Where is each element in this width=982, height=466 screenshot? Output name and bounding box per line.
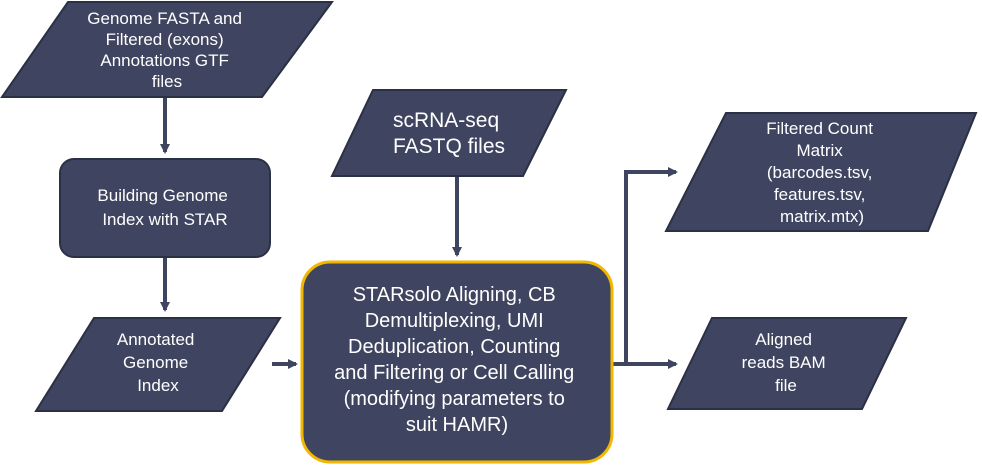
node-genome-fasta-text: Genome FASTA and Filtered (exons) Annota… <box>87 9 246 91</box>
node-scrna-fastq-text: scRNA-seq FASTQ files <box>393 109 505 158</box>
node-build-index-text: Building Genome Index with STAR <box>97 186 232 229</box>
node-aligned-bam-text: Aligned reads BAM file <box>742 330 831 395</box>
node-annotated-index-text: Annotated Genome Index <box>117 330 199 395</box>
arrow-starsolo-to-matrix <box>612 167 678 366</box>
node-annotated-index: Annotated Genome Index <box>34 317 282 412</box>
node-filtered-matrix: Filtered Count Matrix (barcodes.tsv, fea… <box>664 112 978 232</box>
node-build-index: Building Genome Index with STAR <box>59 158 271 258</box>
node-filtered-matrix-text: Filtered Count Matrix (barcodes.tsv, fea… <box>766 119 878 226</box>
node-scrna-fastq: scRNA-seq FASTQ files <box>330 89 568 177</box>
node-aligned-bam: Aligned reads BAM file <box>666 317 908 410</box>
node-genome-fasta: Genome FASTA and Filtered (exons) Annota… <box>0 0 334 98</box>
node-starsolo-text: STARsolo Aligning, CB Demultiplexing, UM… <box>334 284 580 436</box>
node-starsolo: STARsolo Aligning, CB Demultiplexing, UM… <box>300 260 614 464</box>
